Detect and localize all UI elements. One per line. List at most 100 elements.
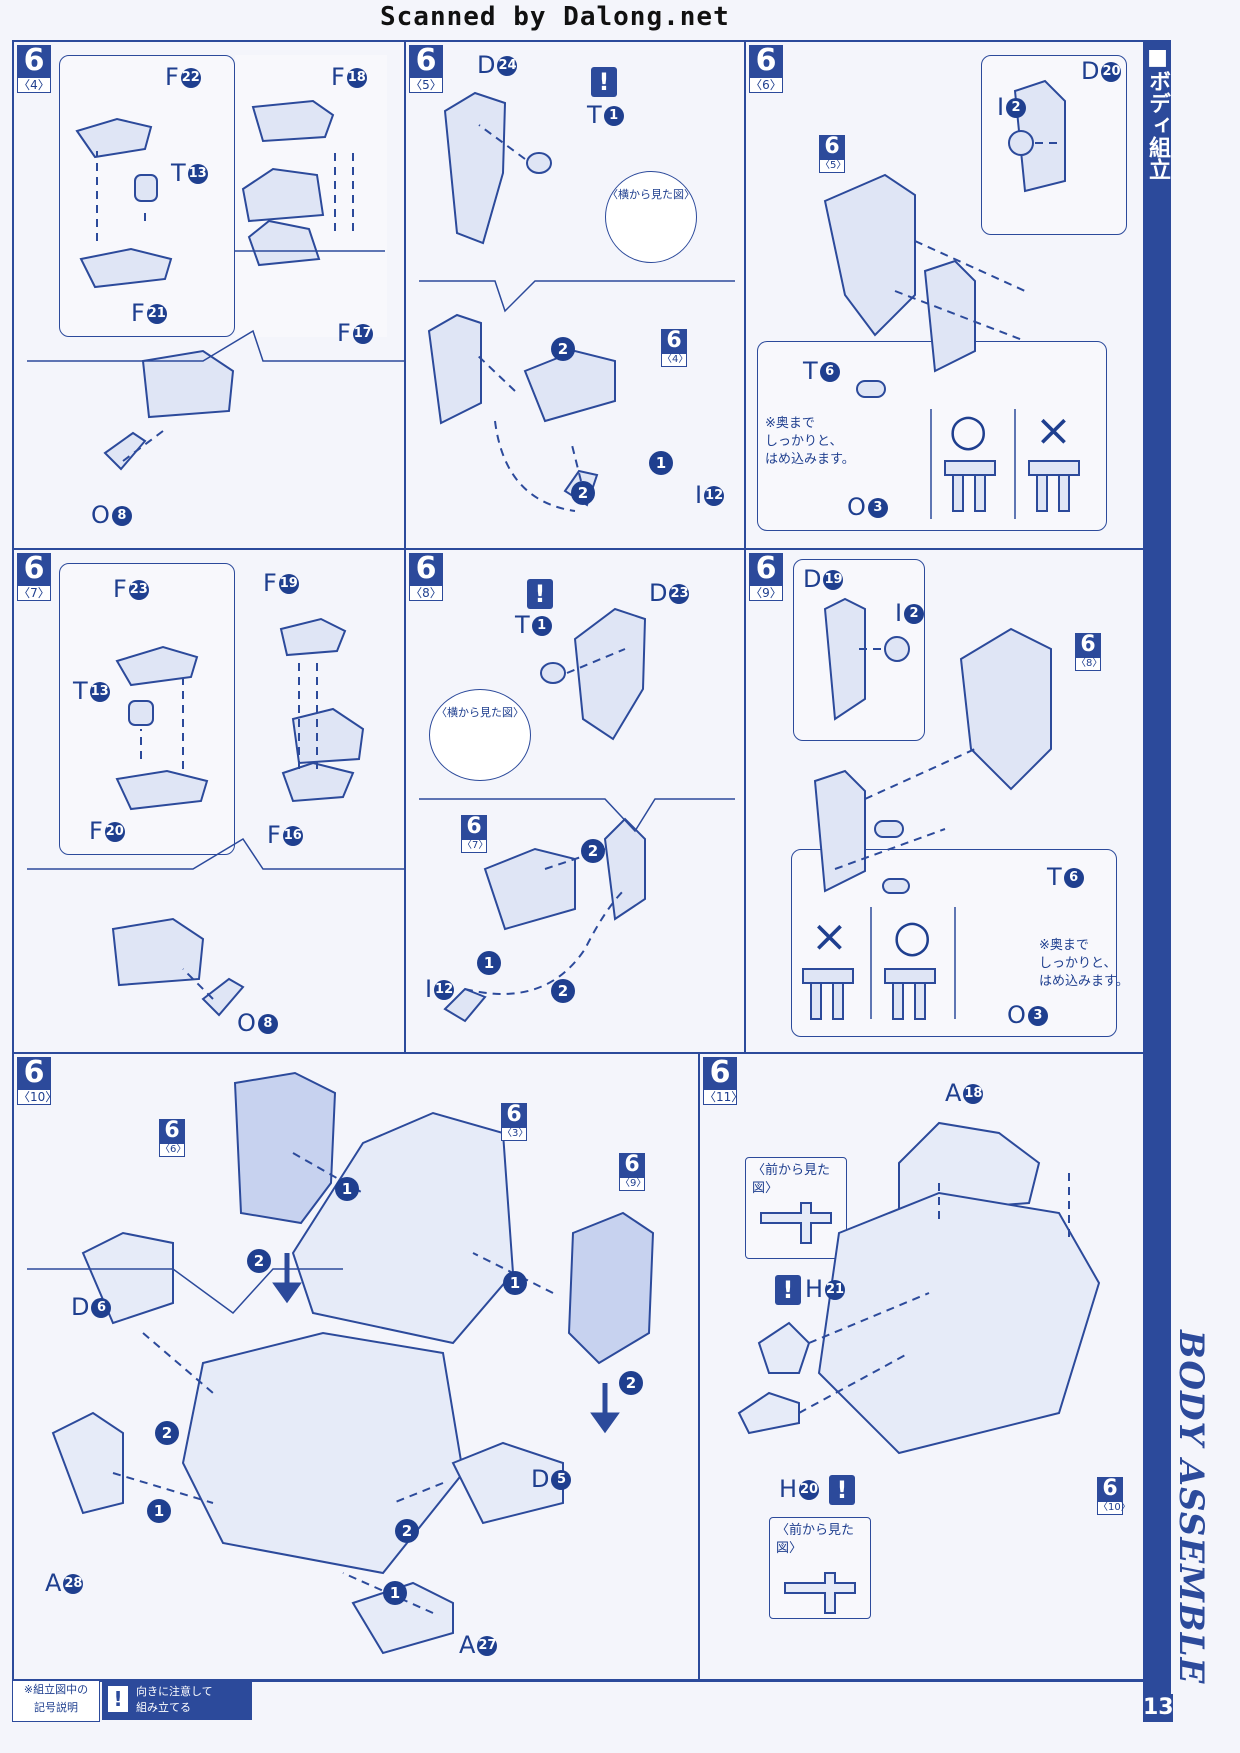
ref-step-6-9: 6〈9〉 [619, 1152, 647, 1191]
ref-step-6-10: 6〈10〉 [1097, 1476, 1131, 1515]
ref-step-6-3: 6〈3〉 [501, 1102, 529, 1141]
step-badge: 6〈8〉 [409, 551, 443, 601]
order-mark-2: 2 [581, 839, 605, 863]
order-mark-2: 2 [395, 1519, 419, 1543]
press-in-note: ※奥まで しっかりと、 はめ込みます。 [765, 416, 855, 467]
warning-icon: ! [591, 67, 617, 97]
ref-step-6-7: 6〈7〉 [461, 814, 489, 853]
parts-illustration [737, 1121, 1101, 1614]
parts-illustration [823, 79, 1080, 519]
parts-illustration [27, 1071, 655, 1655]
parts-illustration [27, 617, 405, 1017]
sidebar [1143, 40, 1171, 1700]
step-badge: 6〈6〉 [749, 43, 783, 93]
order-mark-1: 1 [477, 951, 501, 975]
warning-icon: ! [108, 1686, 128, 1712]
ref-step-6-4: 6〈4〉 [661, 328, 689, 367]
order-mark-1: 1 [335, 1177, 359, 1201]
order-mark-2: 2 [571, 481, 595, 505]
ref-step-6-6: 6〈6〉 [159, 1118, 187, 1157]
body-assemble-heading: BODY ASSEMBLE [1171, 1330, 1211, 1685]
symbol-legend: ※組立図中の 記号説明 ! 向きに注意して 組み立てる [12, 1680, 256, 1722]
press-in-note: ※奥まで しっかりと、 はめ込みます。 [1039, 938, 1129, 989]
warning-icon: ! [775, 1275, 801, 1305]
step-badge: 6〈5〉 [409, 43, 443, 93]
ok-mark: ○ [893, 911, 932, 962]
ok-mark: ○ [949, 405, 988, 456]
side-view-bubble: 〈横から見た図〉 [429, 689, 531, 781]
order-mark-1: 1 [649, 451, 673, 475]
parts-illustration [419, 607, 735, 1023]
step-badge: 6〈11〉 [703, 1055, 744, 1105]
order-mark-2: 2 [155, 1421, 179, 1445]
scan-credit: Scanned by Dalong.net [380, 2, 730, 32]
order-mark-1: 1 [147, 1499, 171, 1523]
side-view-bubble: 〈横から見た図〉 [605, 171, 697, 263]
section-title: ■ボディ組立 [1145, 45, 1170, 180]
step-badge: 6〈7〉 [17, 551, 51, 601]
front-view-box: 〈前から見た図〉 [769, 1517, 871, 1619]
step-panel-6-10: 6〈10〉 6〈6〉 6〈3〉 6〈9〉 1 2 [12, 1052, 700, 1680]
ng-mark: × [811, 911, 848, 962]
step-badge: 6〈9〉 [749, 551, 783, 601]
ref-step-6-8: 6〈8〉 [1075, 632, 1103, 671]
parts-illustration [419, 91, 735, 512]
legend-warning-entry: ! 向きに注意して 組み立てる [102, 1680, 252, 1720]
parts-illustration [27, 99, 405, 471]
front-view-box: 〈前から見た図〉 [745, 1157, 847, 1259]
detail-callout [757, 341, 1107, 531]
order-mark-1: 1 [503, 1271, 527, 1295]
order-mark-2: 2 [247, 1249, 271, 1273]
order-mark-2: 2 [619, 1371, 643, 1395]
warning-icon: ! [527, 579, 553, 609]
warning-icon: ! [829, 1475, 855, 1505]
page-number: 13 [1143, 1694, 1174, 1722]
order-mark-2: 2 [551, 979, 575, 1003]
order-mark-2: 2 [551, 337, 575, 361]
parts-illustration [802, 597, 1052, 1020]
legend-key-label: ※組立図中の 記号説明 [12, 1680, 100, 1722]
order-mark-1: 1 [383, 1581, 407, 1605]
step-badge: 6〈10〉 [17, 1055, 58, 1105]
step-badge: 6〈4〉 [17, 43, 51, 93]
legend-warning-text: 向きに注意して 組み立てる [136, 1685, 213, 1714]
ng-mark: × [1035, 405, 1072, 456]
